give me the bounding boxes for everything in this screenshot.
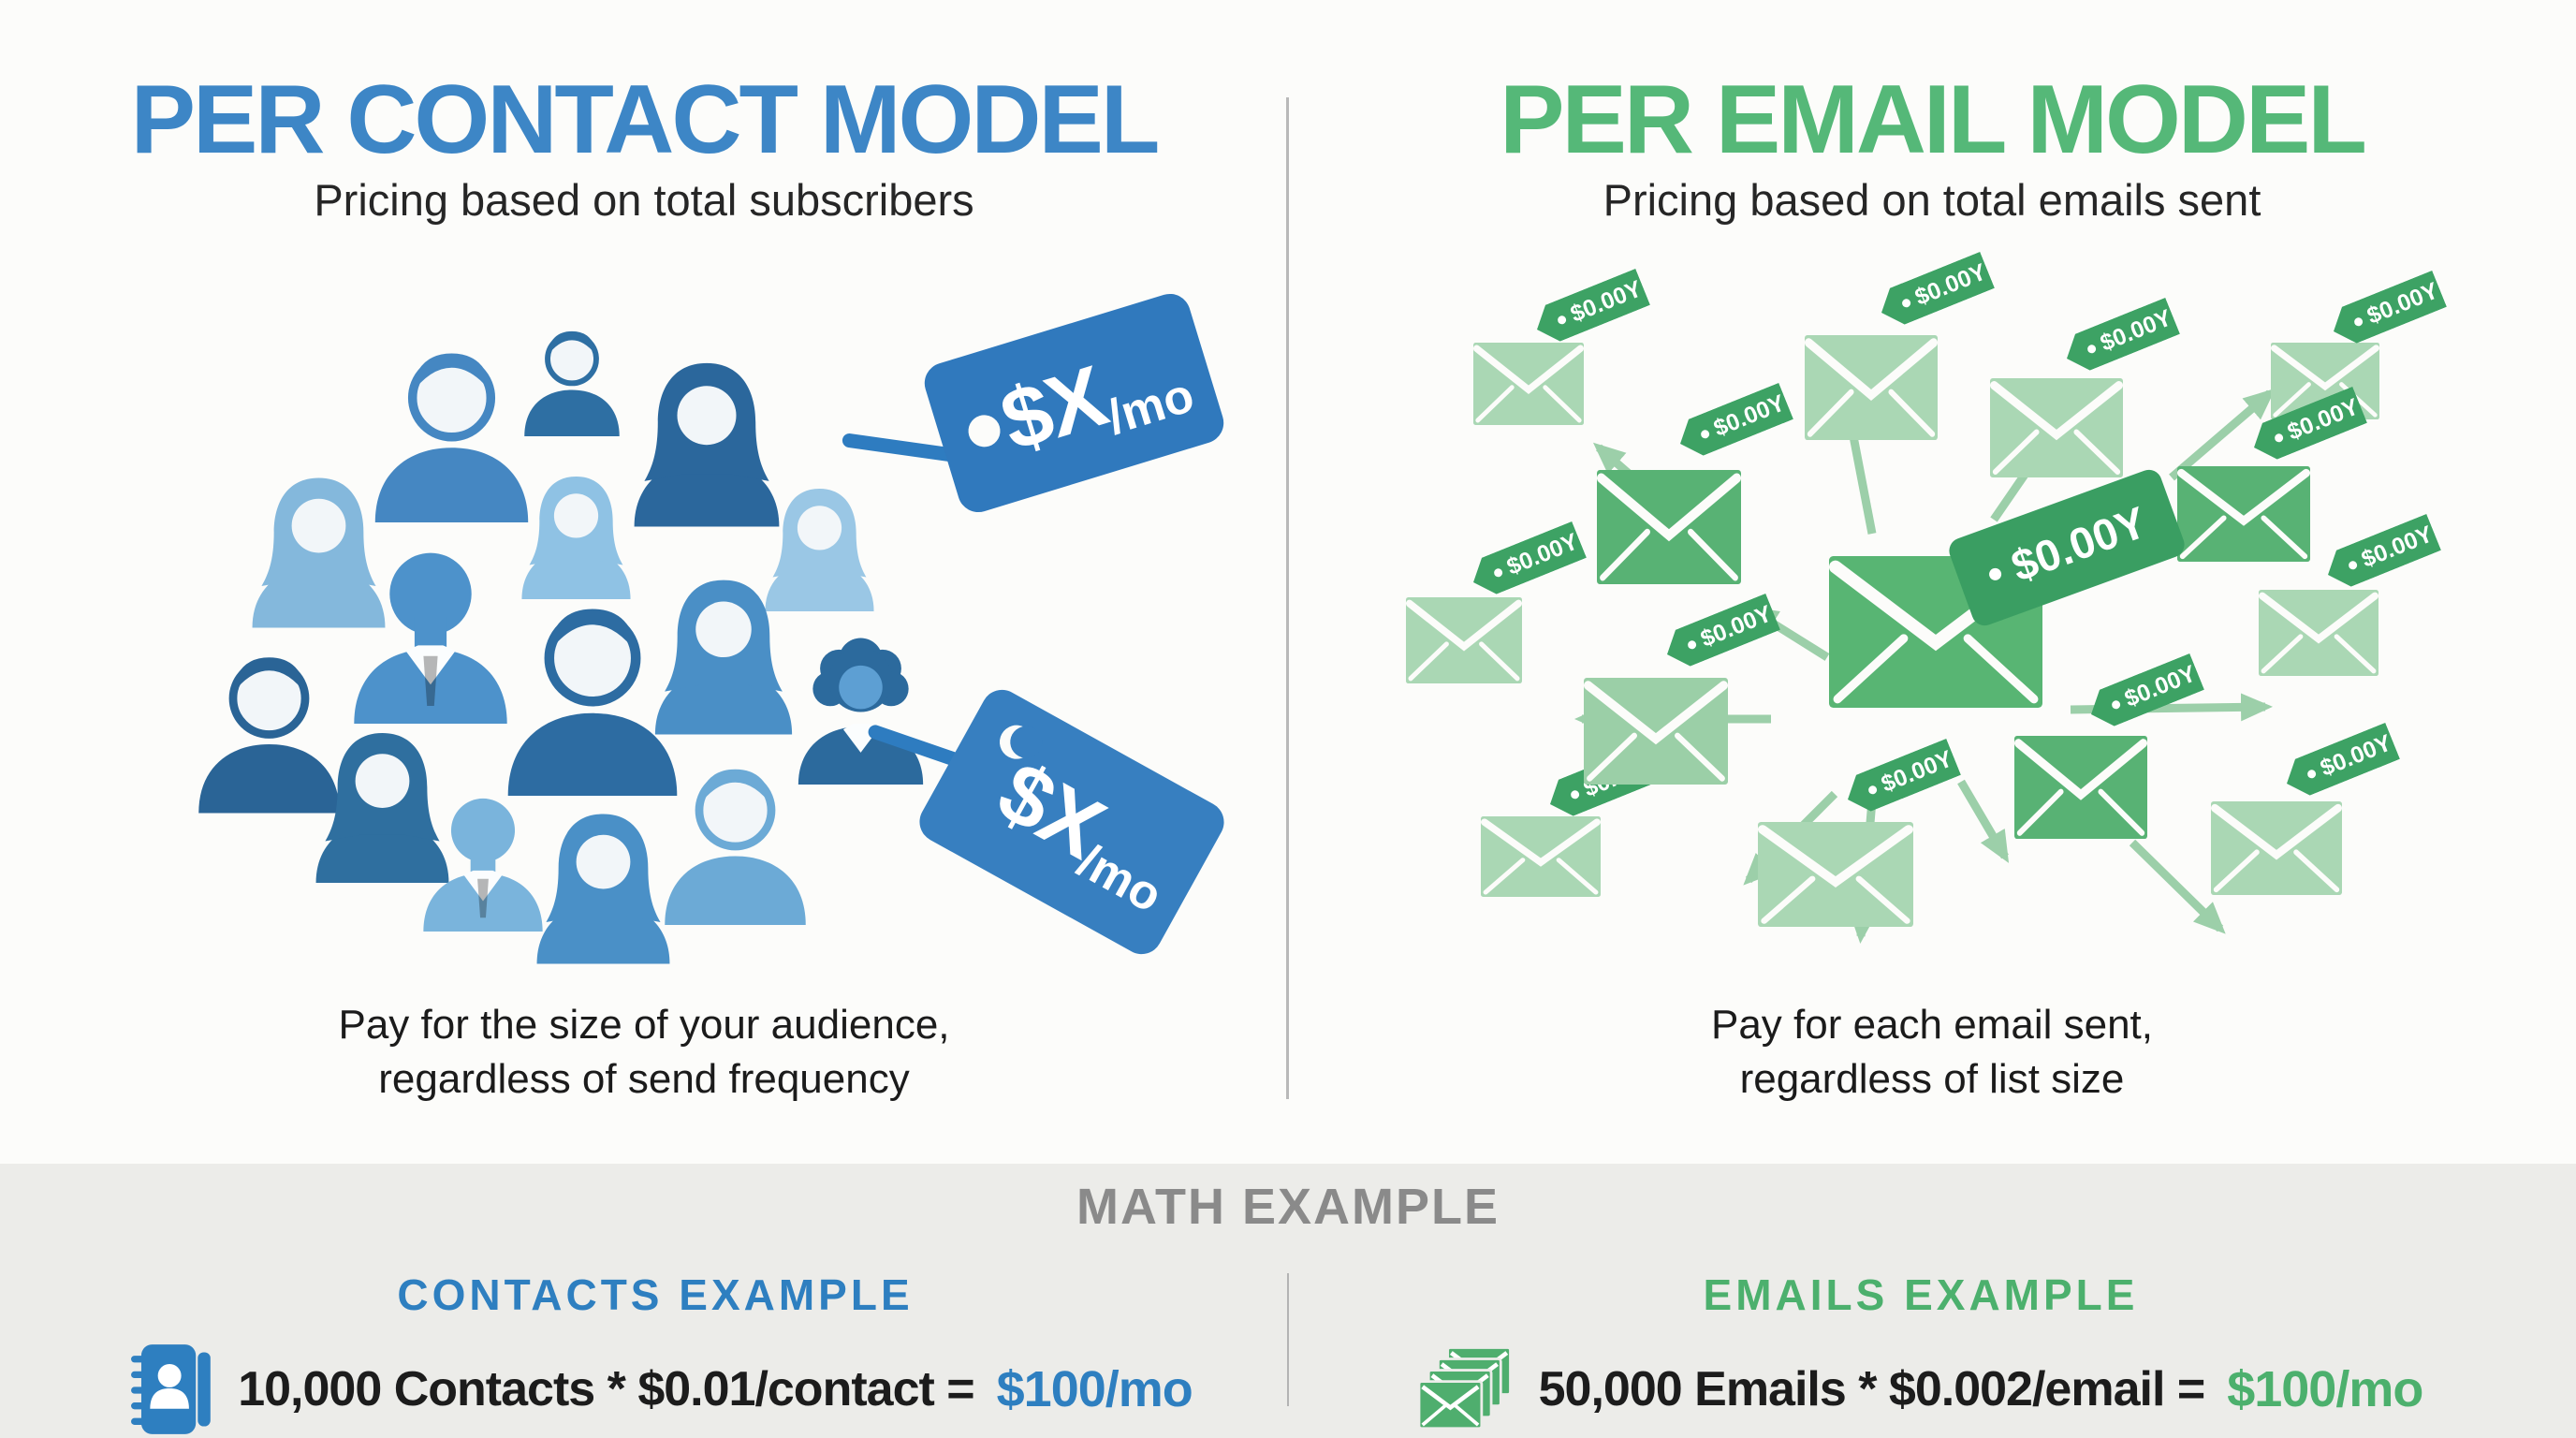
envelope-icon: $0.00Y (1481, 816, 1601, 897)
tag-hole (1570, 788, 1581, 800)
tag-hole (1492, 567, 1503, 579)
emails-formula: 50,000 Emails * $0.002/email = (1538, 1362, 2206, 1416)
caption-line: Pay for the size of your audience, (338, 1002, 950, 1048)
emails-example-heading: EMAILS EXAMPLE (1703, 1270, 2139, 1319)
math-example-title: MATH EXAMPLE (1076, 1179, 1500, 1235)
envelope-icon: $0.00Y (2014, 736, 2147, 839)
contacts-example: CONTACTS EXAMPLE 10,000 Co (75, 1269, 1236, 1438)
contacts-formula: 10,000 Contacts * $0.01/contact = (238, 1362, 974, 1416)
per-email-subtitle: Pricing based on total emails sent (1603, 175, 2261, 225)
tag-hole (2353, 316, 2364, 328)
emails-total: $100/mo (2227, 1361, 2423, 1417)
tag-hole (2111, 698, 2122, 710)
envelope-icon: $0.00Y (2177, 466, 2310, 562)
address-book-icon (118, 1341, 215, 1438)
tag-hole (2086, 343, 2098, 354)
person-icon (342, 532, 520, 738)
caption-line: regardless of send frequency (378, 1056, 910, 1102)
emails-example: EMAILS EXAMPLE 50,000 Emails * $0.002/em… (1340, 1269, 2501, 1438)
price-tag: $X/mo (919, 288, 1229, 518)
price-tag: $X/mo (912, 682, 1232, 962)
tag-hole (2274, 433, 2285, 444)
envelope-icon: $0.00Y (1597, 470, 1741, 584)
envelope-icon: $0.00Y (1584, 678, 1728, 785)
per-contact-subtitle: Pricing based on total subscribers (314, 175, 974, 225)
caption-line: regardless of list size (1739, 1056, 2125, 1102)
envelope-icon: $0.00Y (2211, 801, 2342, 895)
per-email-caption: Pay for each email sent, regardless of l… (1288, 998, 2576, 1107)
tag-hole (2306, 768, 2318, 779)
person-icon (526, 798, 681, 976)
envelope-icon: $0.00Y (2259, 590, 2378, 676)
envelope-icon: $0.00Y (1406, 597, 1522, 683)
tag-hole (1901, 298, 1912, 309)
math-columns-divider (1287, 1273, 1289, 1406)
tag-hole (1700, 429, 1711, 440)
envelope-icon: $0.00Y (1805, 335, 1938, 440)
per-email-title: PER EMAIL MODEL (1500, 66, 2367, 174)
tag-unit-label: /mo (1101, 367, 1201, 446)
per-contact-title: PER CONTACT MODEL (130, 66, 1161, 174)
contacts-example-heading: CONTACTS EXAMPLE (397, 1270, 914, 1319)
contacts-total: $100/mo (996, 1361, 1193, 1417)
tag-hole (1557, 314, 1568, 325)
tag-hole (964, 411, 1004, 451)
tag-hole (1987, 565, 2003, 582)
tag-price-label: $X (990, 348, 1116, 470)
tag-hole (2348, 560, 2359, 571)
caption-line: Pay for each email sent, (1710, 1002, 2153, 1048)
panel-divider (1286, 97, 1289, 1099)
per-contact-caption: Pay for the size of your audience, regar… (0, 998, 1288, 1107)
envelope-icon: $0.00Y (1473, 343, 1584, 425)
tag-hole (1687, 639, 1698, 651)
tag-hole (1867, 785, 1879, 796)
stacked-envelopes-icon (1418, 1341, 1516, 1438)
envelope-icon: $0.00Y (1990, 378, 2123, 477)
envelope-icon: $0.00Y (1758, 822, 1913, 927)
